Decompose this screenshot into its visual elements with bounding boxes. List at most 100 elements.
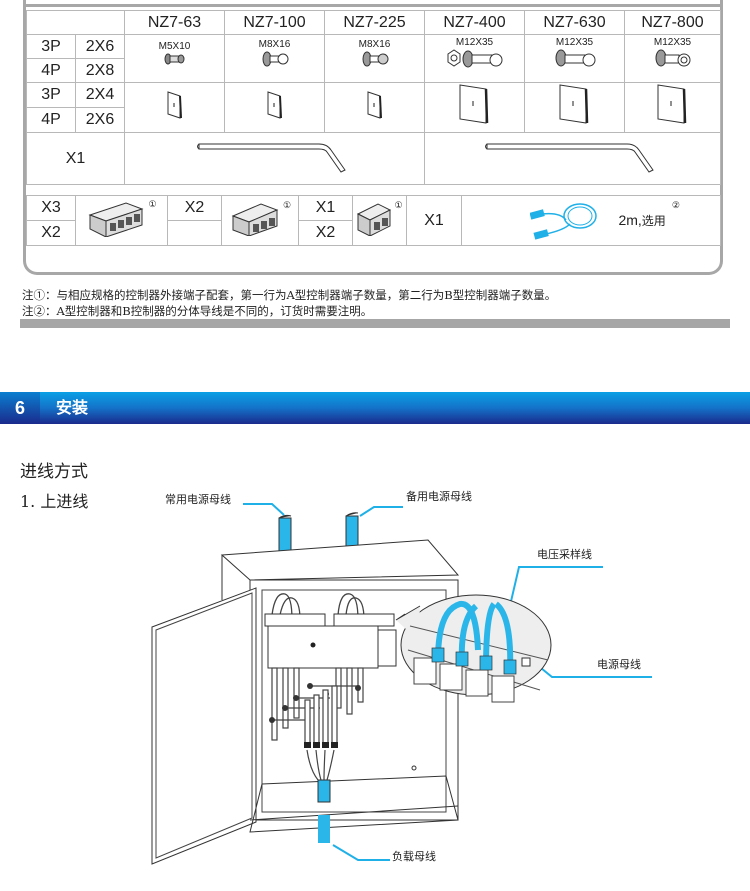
cabinet-diagram	[151, 503, 652, 865]
poles-cell: 4P	[26, 58, 76, 83]
bolt-size: M12X35	[653, 36, 692, 48]
bolt-size: M8X16	[358, 38, 391, 50]
transfer-switch	[267, 625, 379, 669]
col-header: NZ7-100	[224, 10, 325, 35]
bolt-icon	[164, 53, 184, 64]
terminal-cell: ①	[75, 195, 168, 246]
label-standby-bus: 备用电源母线	[406, 490, 472, 503]
bolt-size: M12X35	[455, 36, 494, 48]
terminal-row: X3 ① X2 ① X1 ① X1 2m,选用 ②	[26, 195, 721, 246]
qty-cell: 2X4	[75, 82, 125, 108]
barrier-plate-icon	[657, 84, 686, 124]
header-row: NZ7-63 NZ7-100 NZ7-225 NZ7-400 NZ7-630 N…	[26, 10, 721, 35]
bolt-cell: M12X35	[424, 34, 525, 83]
cable-length: 2m,	[618, 211, 642, 228]
barrier-cell	[224, 82, 325, 133]
callout-load	[332, 844, 390, 861]
table-top-band	[23, 0, 723, 7]
table-frame	[23, 0, 723, 275]
barrier-plate-icon	[459, 84, 488, 124]
barrier-cell	[124, 82, 225, 133]
bolt-cell: M8X16	[324, 34, 425, 83]
terminal-table: X3 ① X2 ① X1 ① X1 2m,选用 ② X2 X2	[26, 195, 721, 272]
bolt-size: M5X10	[158, 40, 191, 52]
blank-cell	[26, 245, 721, 272]
qty-cell: 2X6	[75, 34, 125, 59]
qty-cell: X2	[167, 195, 222, 221]
barrier-row: 3P 2X4	[26, 82, 721, 133]
qty-cell: 2X8	[75, 58, 125, 83]
qty-cell: X2	[26, 220, 76, 246]
wiring-item: 1. 上进线	[20, 492, 89, 511]
barrier-cell	[324, 82, 425, 133]
cabinet-door	[151, 587, 257, 865]
note-mark: ②	[671, 199, 680, 210]
bolt-icon	[362, 51, 388, 66]
cable-cell: 2m,选用 ②	[461, 195, 721, 246]
bolt-icon	[262, 51, 288, 66]
bolt-cell: M12X35	[624, 34, 721, 83]
blank-row	[26, 245, 721, 272]
col-header: NZ7-800	[624, 10, 721, 35]
bolt-nut-icon	[447, 48, 502, 67]
split-cable-icon	[529, 202, 597, 240]
label-power-bus: 电源母线	[597, 658, 641, 671]
header-blank	[26, 10, 125, 35]
poles-cell: 3P	[26, 82, 76, 108]
note-mark: ①	[282, 200, 292, 210]
col-header: NZ7-630	[524, 10, 625, 35]
bolt-cell: M12X35	[524, 34, 625, 83]
barrier-plate-icon	[367, 91, 382, 119]
terminal-block-3pin-icon	[231, 203, 279, 237]
wiring-heading: 进线方式	[20, 462, 88, 482]
accessory-table: NZ7-63 NZ7-100 NZ7-225 NZ7-400 NZ7-630 N…	[26, 10, 721, 185]
poles-cell: 3P	[26, 34, 76, 59]
notes: 注①：与相应规格的控制器外接端子配套，第一行为A型控制器端子数量，第二行为B型控…	[22, 287, 556, 319]
bolt-cell: M8X16	[224, 34, 325, 83]
wrench-qty: X1	[26, 132, 125, 185]
wrench-row: X1	[26, 132, 721, 185]
bolt-size: M8X16	[258, 38, 291, 50]
qty-cell: 2X6	[75, 107, 125, 133]
bolt-size: M12X35	[555, 36, 594, 48]
bolt-row: 4P 2X8	[26, 58, 721, 83]
busbar-load	[317, 779, 331, 803]
cable-optional: 选用	[641, 213, 666, 228]
note-2: 注②：A型控制器和B控制器的分体导线是不同的，订货时需要注明。	[22, 304, 373, 318]
bolt-row: 3P 2X6 M5X10 M8X16 M8X16 M12X35 M12X35 M…	[26, 34, 721, 83]
note-mark: ①	[148, 199, 157, 209]
col-header: NZ7-63	[124, 10, 225, 35]
callout-standby	[359, 506, 403, 517]
magnified-terminal-inset	[395, 594, 552, 703]
cable-qty: X1	[406, 195, 462, 246]
terminal-block-4pin-icon	[88, 202, 144, 238]
terminal-cell: ①	[352, 195, 407, 246]
qty-cell: X3	[26, 195, 76, 221]
hex-wrench-icon	[484, 143, 654, 173]
wrench-cell	[124, 132, 425, 185]
col-header: NZ7-225	[324, 10, 425, 35]
barrier-cell	[524, 82, 625, 133]
label-normal-bus: 常用电源母线	[165, 493, 231, 506]
section-title: 安装	[56, 398, 89, 417]
divider-bar	[20, 319, 730, 328]
terminal-block-2pin-icon	[357, 203, 392, 237]
qty-cell: X1	[298, 195, 353, 221]
terminal-cell: ①	[221, 195, 299, 246]
barrier-cell	[424, 82, 525, 133]
barrier-row: 4P 2X6	[26, 107, 721, 133]
barrier-plate-icon	[167, 91, 182, 119]
note-1: 注①：与相应规格的控制器外接端子配套，第一行为A型控制器端子数量，第二行为B型控…	[22, 288, 557, 302]
barrier-cell	[624, 82, 721, 133]
cabinet-top	[220, 539, 460, 581]
note-mark: ①	[394, 200, 403, 210]
bolt-cell: M5X10	[124, 34, 225, 83]
label-load-bus: 负载母线	[392, 850, 436, 863]
qty-cell: X2	[298, 220, 353, 246]
bolt-icon	[555, 49, 595, 66]
poles-cell: 4P	[26, 107, 76, 133]
hex-wrench-icon	[196, 143, 346, 173]
wrench-cell	[424, 132, 721, 185]
col-header: NZ7-400	[424, 10, 525, 35]
callout-normal	[243, 503, 285, 516]
